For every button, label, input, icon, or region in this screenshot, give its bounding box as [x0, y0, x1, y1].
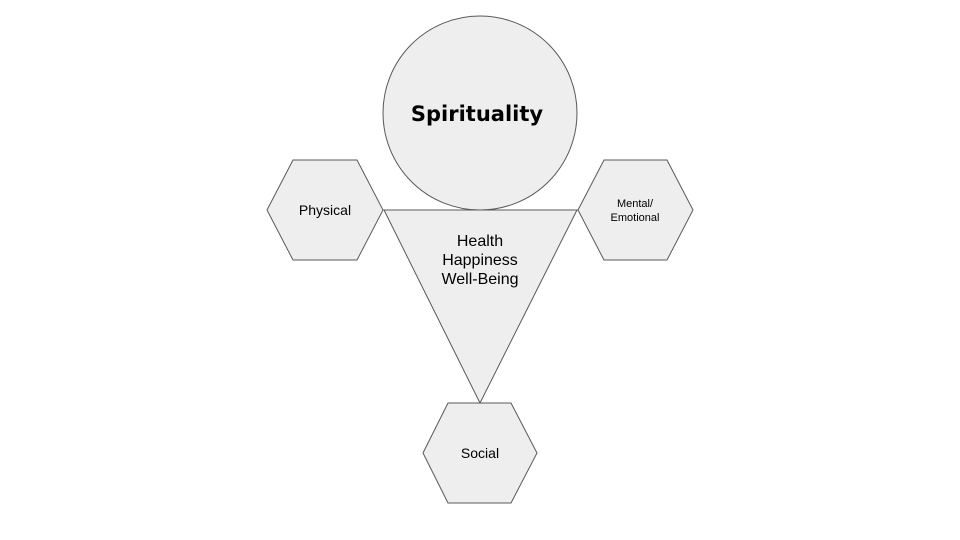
center-line-wellbeing: Well-Being	[441, 271, 518, 288]
center-line-health: Health	[457, 233, 503, 250]
center-line-happiness: Happiness	[442, 252, 518, 269]
emotional-label: Emotional	[611, 212, 660, 224]
social-label: Social	[461, 445, 499, 461]
mental-emotional-node: Mental/ Emotional	[577, 159, 694, 261]
center-node: Health Happiness Well-Being	[383, 209, 578, 405]
mental-emotional-hexagon	[577, 159, 694, 261]
social-hexagon	[422, 402, 538, 504]
spirituality-label: Spirituality	[411, 102, 544, 126]
mental-label: Mental/	[617, 198, 654, 210]
spirituality-node: Spirituality	[382, 15, 578, 211]
physical-hexagon	[266, 159, 384, 261]
physical-label: Physical	[299, 202, 351, 218]
center-triangle	[383, 209, 578, 405]
physical-node: Physical	[266, 159, 384, 261]
social-node: Social	[422, 402, 538, 504]
